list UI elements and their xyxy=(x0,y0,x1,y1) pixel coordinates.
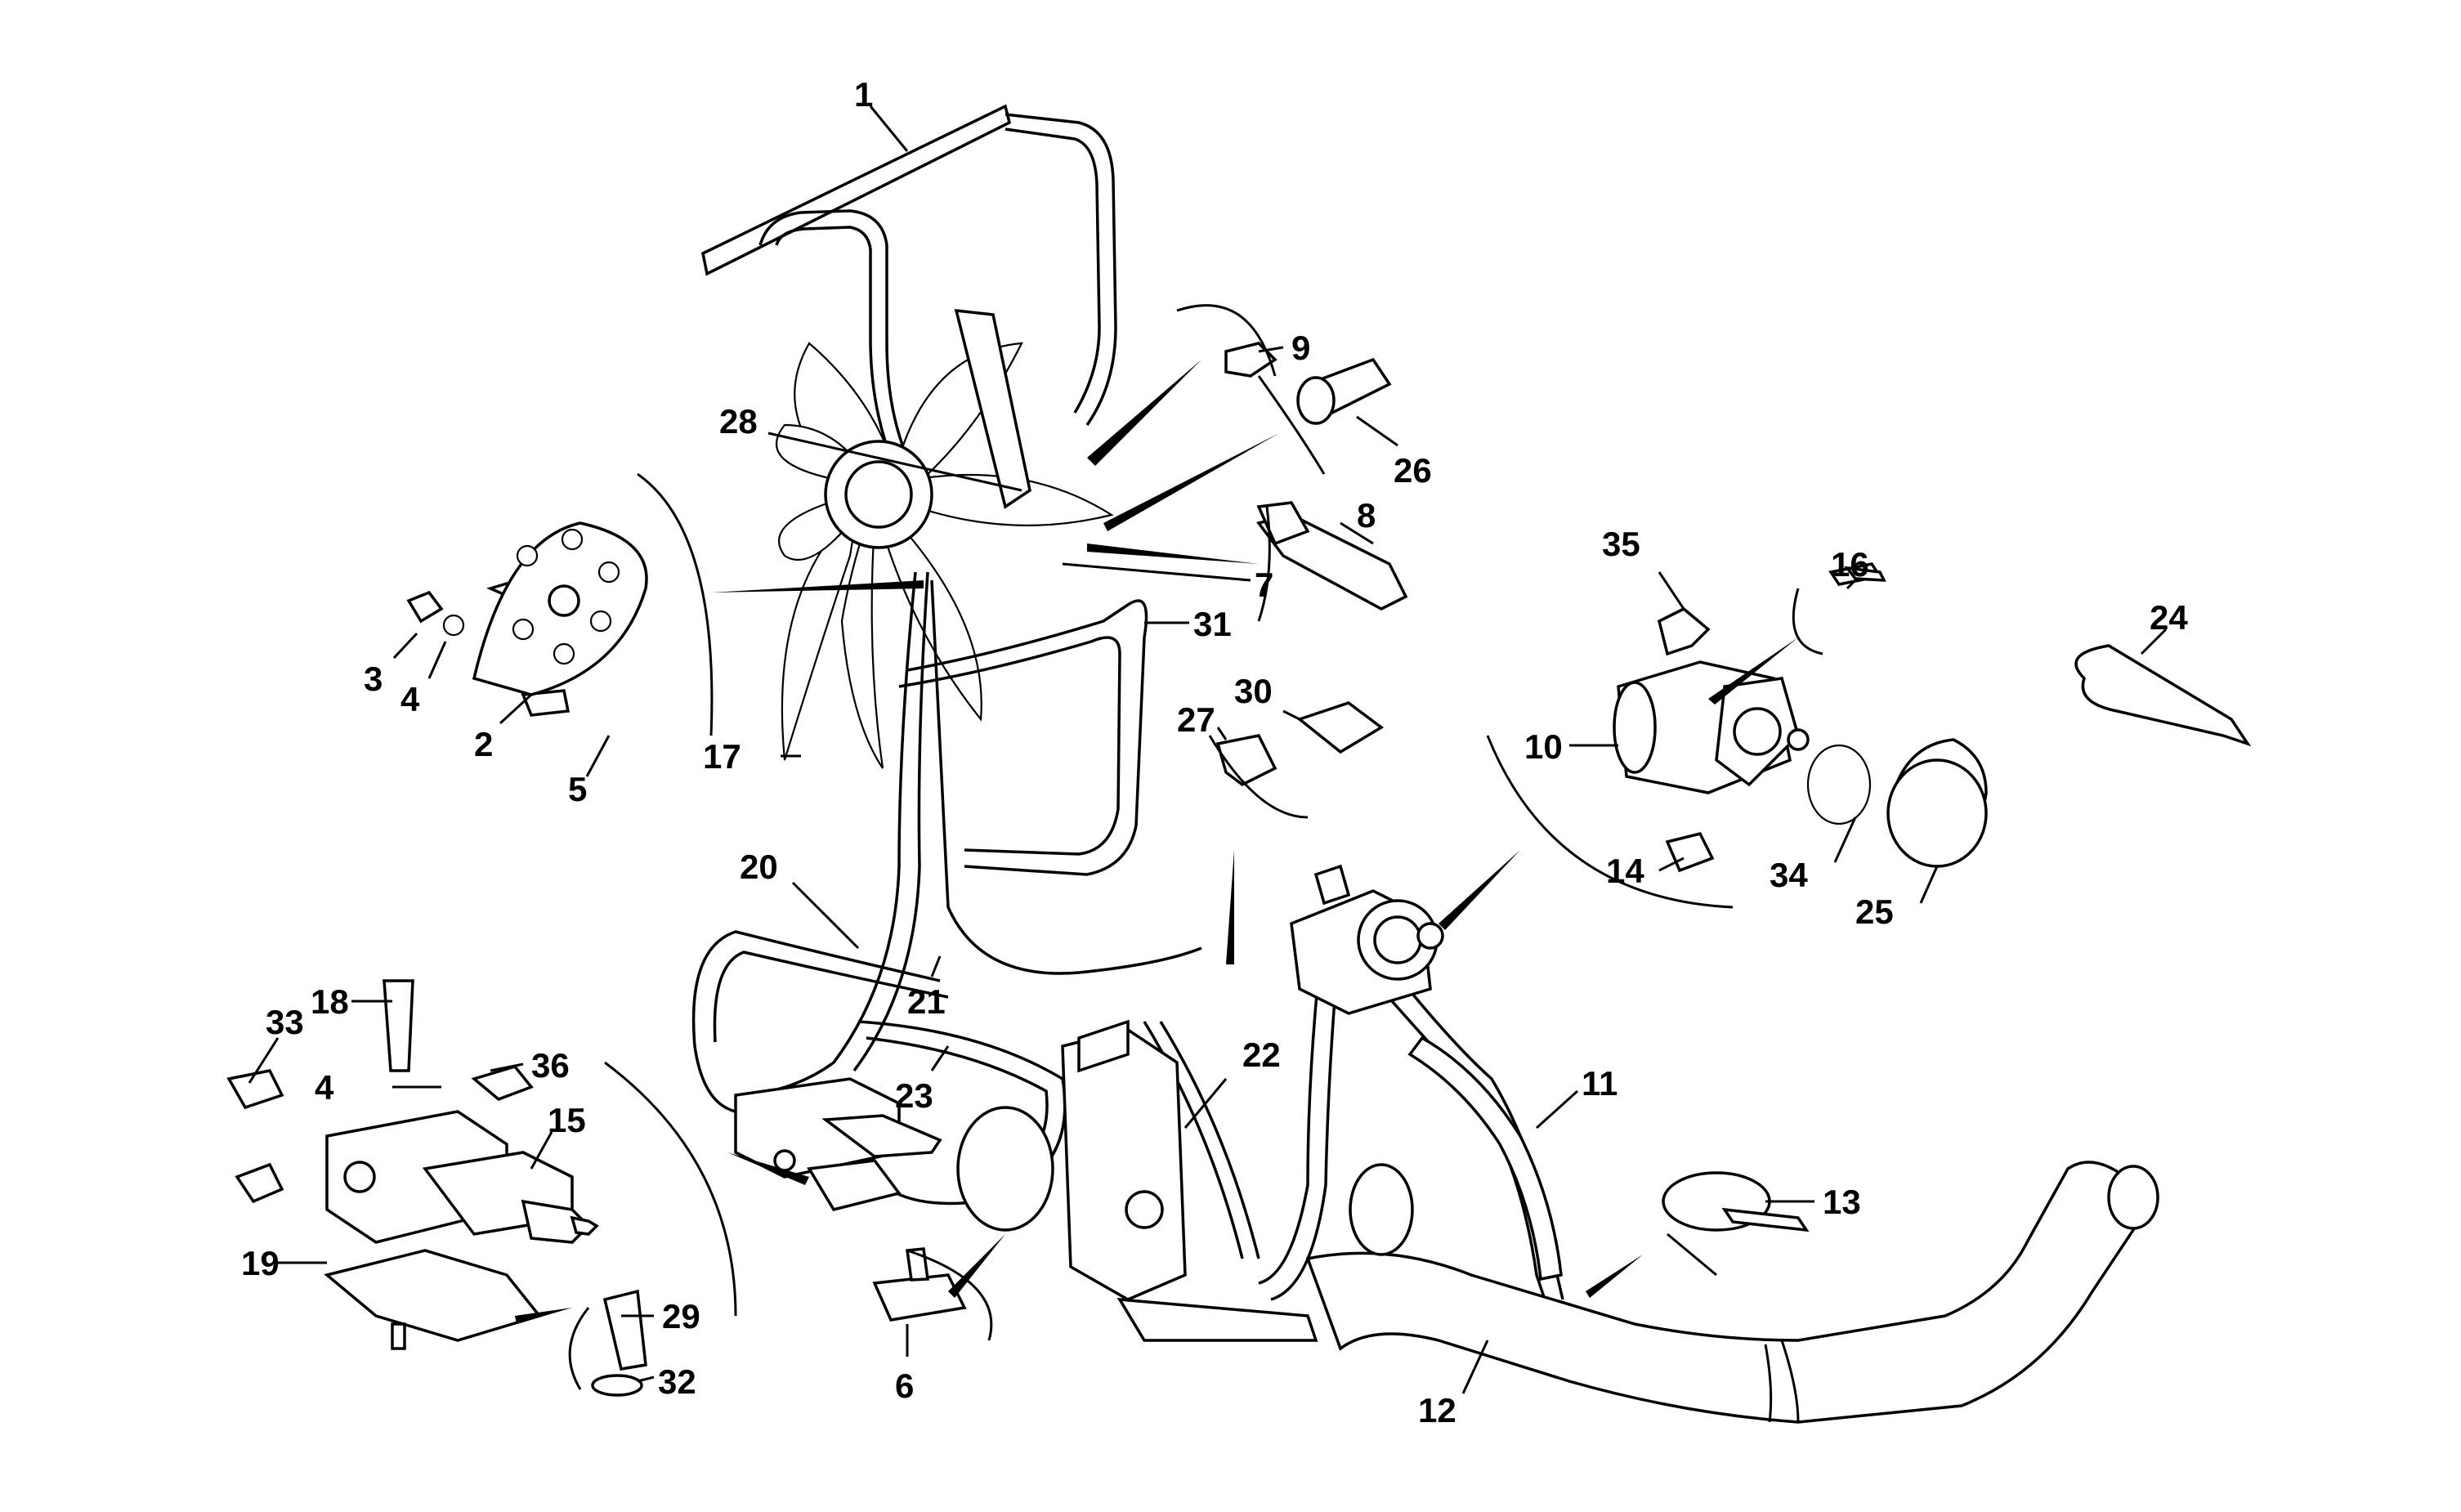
callout-35: 35 xyxy=(1602,525,1640,563)
valve-block-left xyxy=(226,979,599,1342)
coolant-pipe xyxy=(1305,1161,2159,1424)
callout-7: 7 xyxy=(1255,566,1273,604)
callout-26: 26 xyxy=(1394,451,1432,490)
callout-21: 21 xyxy=(907,982,946,1021)
leader-lines xyxy=(248,105,2168,1394)
callout-22: 22 xyxy=(1242,1036,1281,1074)
callout-36: 36 xyxy=(531,1046,570,1085)
callout-14: 14 xyxy=(1606,852,1644,890)
callout-18: 18 xyxy=(311,982,349,1021)
callout-17: 17 xyxy=(703,737,741,776)
pump-detail-right xyxy=(1613,562,1988,873)
callout-29: 29 xyxy=(662,1297,700,1335)
callout-27: 27 xyxy=(1177,700,1215,739)
cable-tie xyxy=(2074,644,2252,747)
fan-hub-detail xyxy=(472,521,648,696)
valve-manifold-center xyxy=(956,1019,1318,1342)
callout-2: 2 xyxy=(474,725,493,763)
detail-arcs xyxy=(568,304,1823,1390)
detail-wedges xyxy=(515,360,1798,1324)
callout-12: 12 xyxy=(1418,1391,1456,1429)
hydraulic-hoses xyxy=(691,571,1564,1301)
callout-3: 3 xyxy=(364,660,383,698)
hose-sleeve xyxy=(1407,1036,1563,1282)
hydraulic-pump-center xyxy=(1290,864,1444,1015)
callout-1: 1 xyxy=(854,75,873,114)
callout-4a: 4 xyxy=(400,680,420,718)
callout-6: 6 xyxy=(895,1367,914,1405)
callout-31: 31 xyxy=(1193,605,1232,643)
callout-15: 15 xyxy=(548,1101,586,1139)
callout-10: 10 xyxy=(1524,727,1563,766)
callout-24: 24 xyxy=(2150,598,2188,637)
bracket-frame xyxy=(701,104,1117,503)
callout-33: 33 xyxy=(266,1003,304,1041)
callout-34: 34 xyxy=(1770,856,1808,894)
fan-shroud-tubes xyxy=(898,599,1148,876)
callout-32: 32 xyxy=(658,1362,696,1401)
callout-16: 16 xyxy=(1831,545,1869,584)
callout-5: 5 xyxy=(568,770,587,808)
callout-4b: 4 xyxy=(315,1068,334,1107)
callout-13: 13 xyxy=(1823,1183,1861,1221)
callout-25: 25 xyxy=(1855,892,1894,931)
callout-20: 20 xyxy=(740,848,778,886)
callout-23: 23 xyxy=(895,1076,933,1115)
callout-19: 19 xyxy=(241,1244,280,1282)
callout-9: 9 xyxy=(1291,329,1310,367)
callout-labels: 1 2 3 4 4 5 6 7 8 9 10 11 12 13 14 15 16… xyxy=(241,75,2188,1429)
callout-11: 11 xyxy=(1582,1064,1618,1103)
callout-8: 8 xyxy=(1357,496,1376,535)
callout-30: 30 xyxy=(1234,672,1273,710)
callout-28: 28 xyxy=(719,402,758,441)
fan-assembly xyxy=(775,308,1114,769)
